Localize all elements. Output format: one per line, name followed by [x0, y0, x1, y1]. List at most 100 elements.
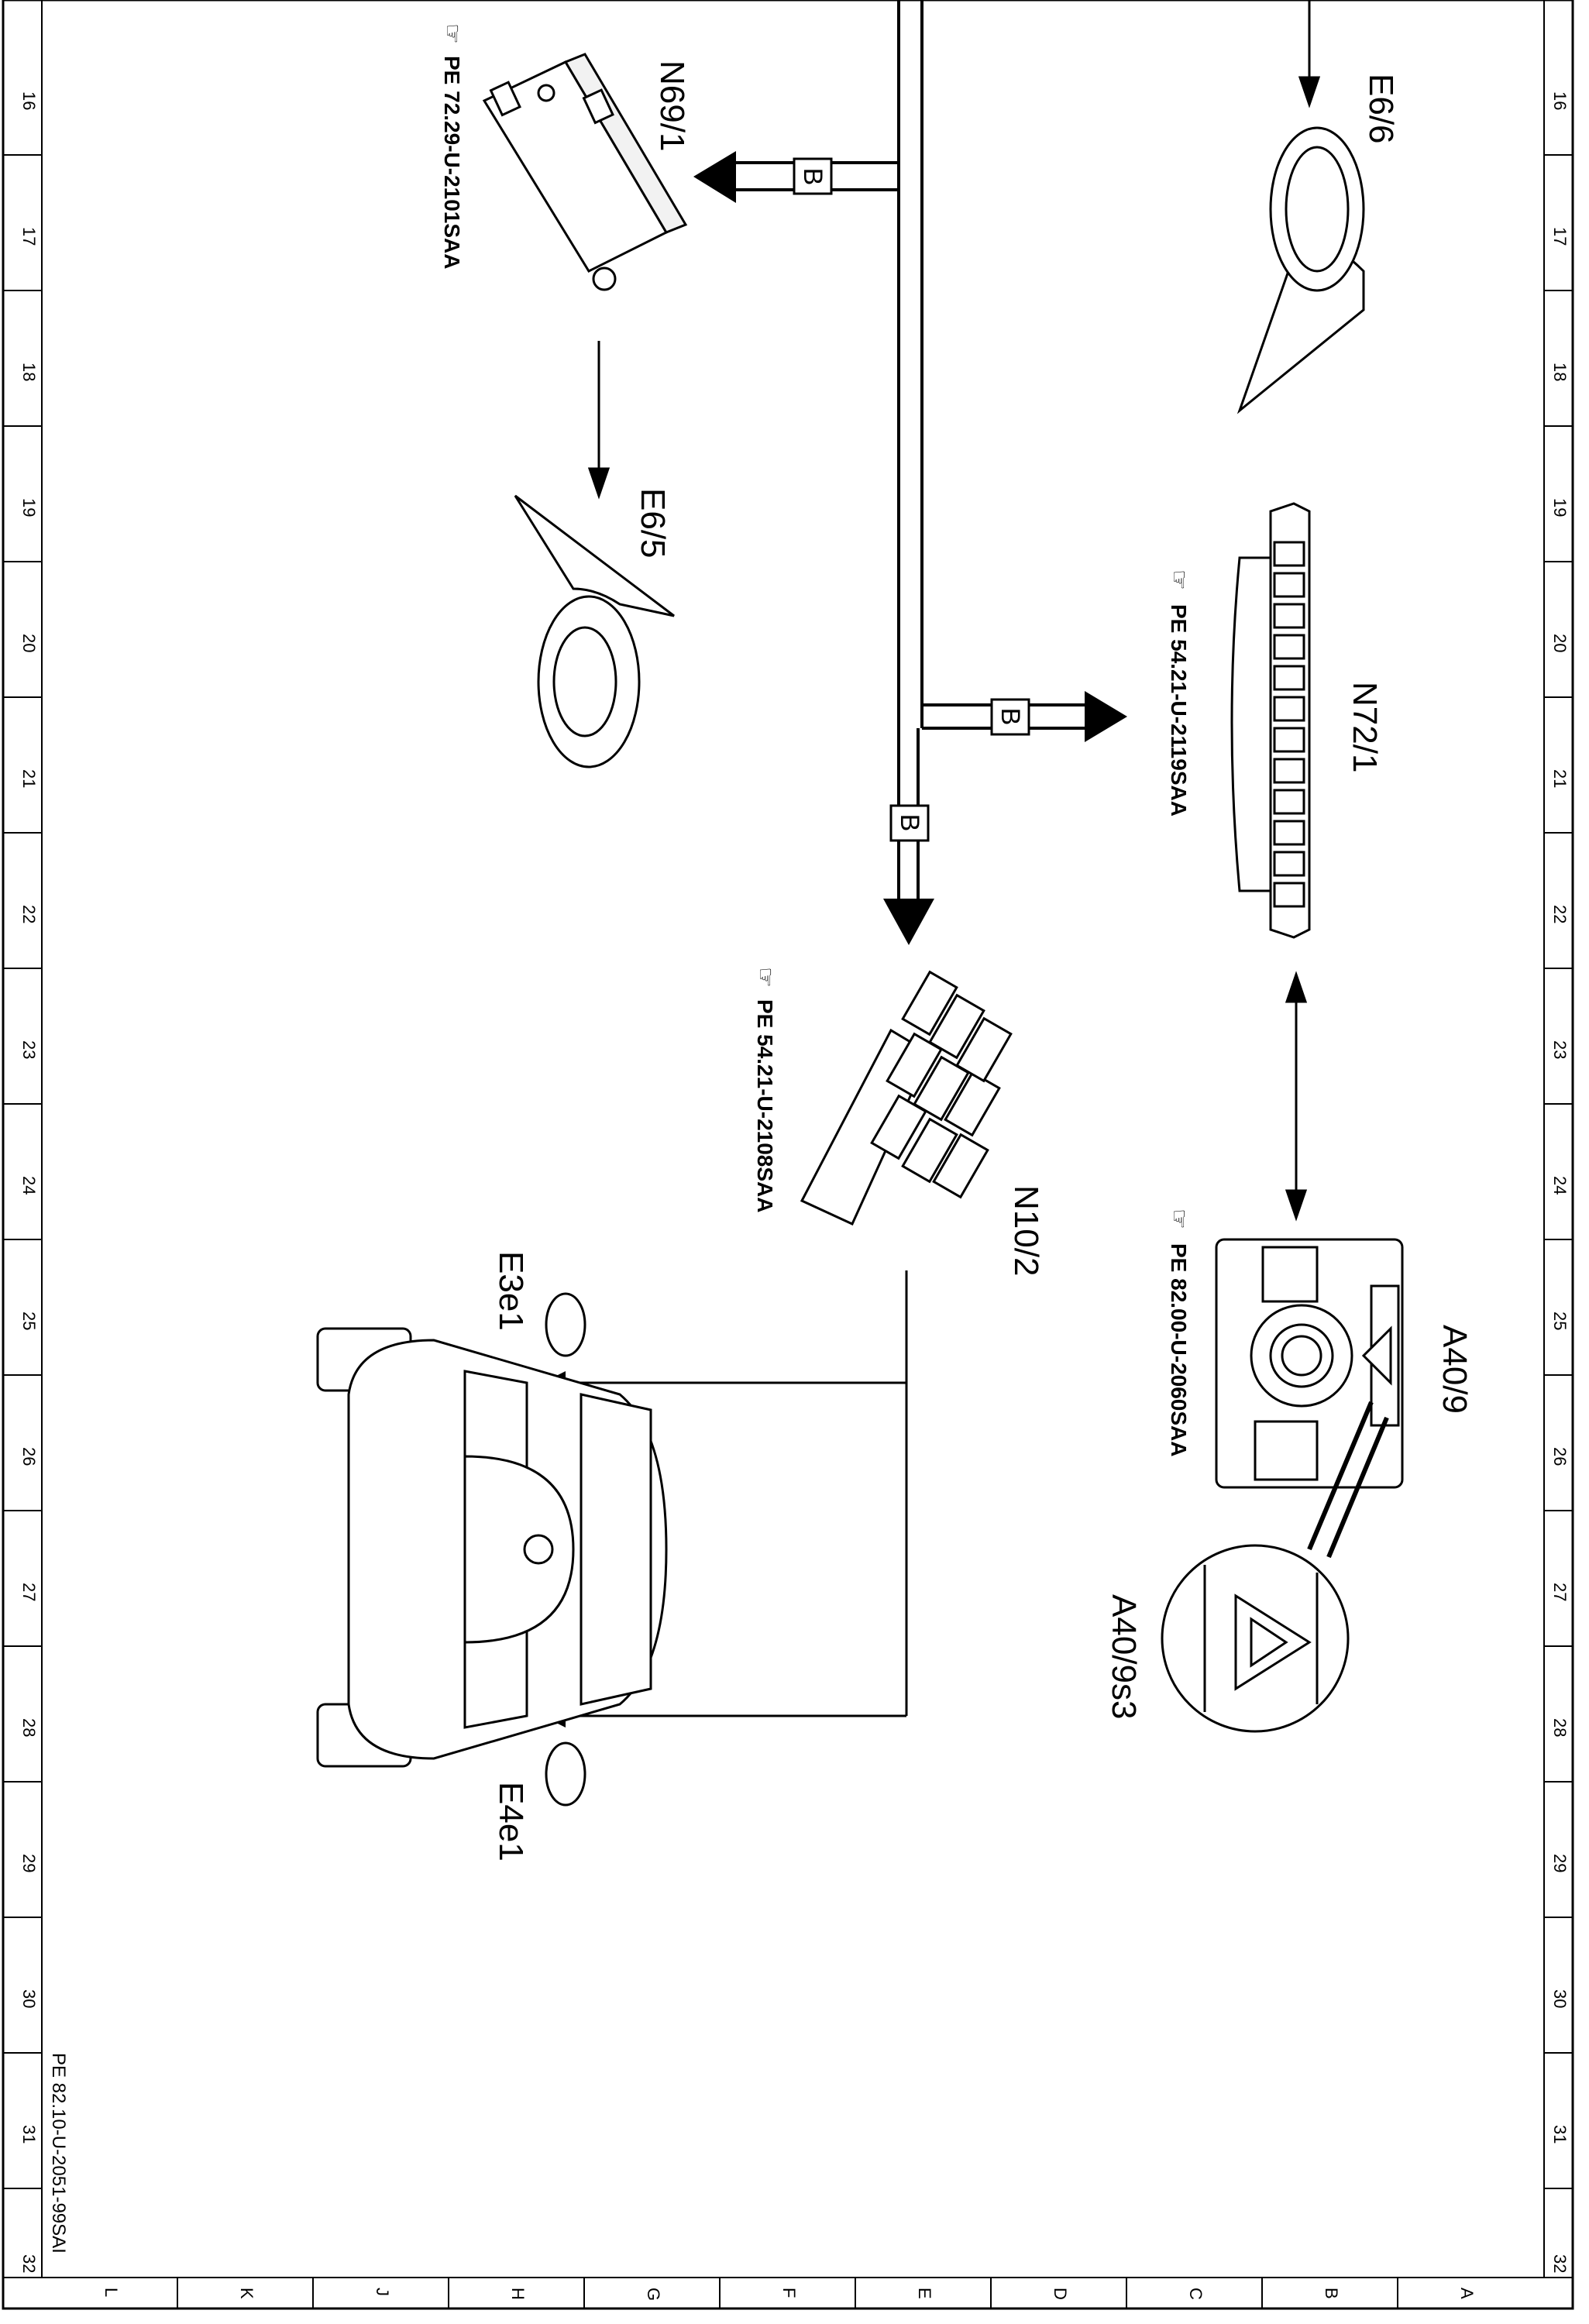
- n10-2-label: N10/2: [1007, 1185, 1045, 1276]
- a40-9-label: A40/9: [1436, 1325, 1474, 1414]
- row-tick-marks: [3, 154, 1573, 2189]
- col-label-D: D: [1051, 2288, 1070, 2300]
- row-labels-left: 16 17 18 19 20 21 22 23 24 25 26 27 28 2…: [19, 91, 39, 2273]
- row-label-26: 26: [19, 1447, 39, 1466]
- bus-marker-3: B: [889, 804, 930, 842]
- panel-button: [1273, 789, 1305, 815]
- column-tick-marks: [177, 2278, 1398, 2309]
- svg-text:B: B: [895, 814, 924, 832]
- row-label-16: 16: [19, 91, 39, 110]
- e3e1-label: E3e1: [492, 1251, 530, 1331]
- row-label-27-right: 27: [1550, 1583, 1570, 1601]
- row-label-25-right: 25: [1550, 1312, 1570, 1330]
- row-label-20-right: 20: [1550, 634, 1570, 652]
- row-label-23-right: 23: [1550, 1040, 1570, 1059]
- col-label-H: H: [508, 2288, 528, 2300]
- a40-9s3-label: A40/9s3: [1105, 1594, 1143, 1719]
- n72-1-control-panel: [1230, 502, 1311, 939]
- col-label-G: G: [644, 2288, 663, 2301]
- col-label-J: J: [373, 2288, 392, 2296]
- col-label-K: K: [237, 2288, 256, 2299]
- arrow-up-n72: [1285, 971, 1308, 1003]
- panel-button: [1273, 882, 1305, 908]
- row-label-18: 18: [19, 363, 39, 381]
- bus-marker-1: B: [793, 157, 833, 195]
- panel-button: [1273, 696, 1305, 722]
- headlamp-feed: [558, 1270, 908, 1717]
- panel-button: [1273, 758, 1305, 784]
- vehicle-front-view: [316, 1292, 668, 1807]
- n10-2-relay-module: [800, 970, 1013, 1226]
- hand-pointer-icon: ☞: [1166, 1208, 1192, 1229]
- row-label-31: 31: [19, 2125, 39, 2144]
- row-label-19: 19: [19, 498, 39, 517]
- row-label-32-right: 32: [1550, 2254, 1570, 2273]
- row-label-20: 20: [19, 634, 39, 652]
- n69-1-module: [482, 53, 688, 291]
- row-label-16-right: 16: [1550, 91, 1570, 110]
- n69-1-label: N69/1: [653, 60, 691, 151]
- bus-marker-2: B: [990, 698, 1030, 736]
- a40-9s3-hazard-switch-detail: [1161, 1401, 1389, 1733]
- mercedes-star-icon: [523, 1534, 554, 1565]
- row-label-24-right: 24: [1550, 1176, 1570, 1195]
- row-label-30-right: 30: [1550, 1989, 1570, 2008]
- row-label-18-right: 18: [1550, 363, 1570, 381]
- row-label-21: 21: [19, 769, 39, 788]
- arrow-to-n10-2: [883, 899, 934, 945]
- row-label-27: 27: [19, 1583, 39, 1601]
- col-label-E: E: [915, 2288, 934, 2299]
- document-id: PE 82.10-U-2051-99SAI: [48, 2053, 69, 2254]
- row-label-29: 29: [19, 1854, 39, 1872]
- svg-text:B: B: [798, 168, 827, 186]
- arrow-to-e6-5: [587, 467, 610, 500]
- panel-button: [1273, 851, 1305, 877]
- row-label-22-right: 22: [1550, 905, 1570, 923]
- bus-arrowheads: [693, 151, 1127, 945]
- row-label-26-right: 26: [1550, 1447, 1570, 1466]
- n72-1-ref: PE 54.21-U-2119SAA: [1167, 604, 1191, 816]
- e6-5-label: E6/5: [634, 488, 672, 559]
- row-label-17-right: 17: [1550, 227, 1570, 246]
- bus-lines: [728, 0, 1085, 899]
- n72-1-label: N72/1: [1346, 682, 1384, 772]
- e6-6-label: E6/6: [1362, 74, 1400, 144]
- svg-text:B: B: [996, 708, 1025, 726]
- row-label-30: 30: [19, 1989, 39, 2008]
- col-label-B: B: [1322, 2288, 1341, 2299]
- row-label-19-right: 19: [1550, 498, 1570, 517]
- panel-button: [1273, 572, 1305, 598]
- panel-button: [1273, 603, 1305, 629]
- hand-pointer-icon: ☞: [439, 23, 465, 44]
- hand-pointer-icon: ☞: [1166, 569, 1192, 590]
- panel-button: [1273, 820, 1305, 846]
- row-label-31-right: 31: [1550, 2125, 1570, 2144]
- e6-5-mirror: [514, 494, 675, 768]
- row-label-28-right: 28: [1550, 1718, 1570, 1737]
- row-label-21-right: 21: [1550, 769, 1570, 788]
- col-label-L: L: [101, 2288, 121, 2297]
- n69-1-ref: PE 72.29-U-2101SAA: [440, 56, 464, 269]
- panel-button: [1273, 541, 1305, 567]
- row-labels-right: 16 17 18 19 20 21 22 23 24 25 26 27 28 2…: [1550, 91, 1570, 2273]
- col-label-F: F: [779, 2288, 799, 2298]
- e4e1-label: E4e1: [492, 1782, 530, 1862]
- panel-button: [1273, 665, 1305, 691]
- col-label-A: A: [1457, 2288, 1477, 2299]
- row-label-22: 22: [19, 905, 39, 923]
- row-label-28: 28: [19, 1718, 39, 1737]
- signal-arrows: [587, 0, 1321, 1222]
- arrow-down-a40: [1285, 1189, 1308, 1222]
- arrow-to-n69-1: [693, 151, 736, 203]
- a40-9-audio-panel: [1215, 1238, 1404, 1489]
- n10-2-ref: PE 54.21-U-2108SAA: [753, 999, 777, 1212]
- col-label-C: C: [1186, 2288, 1206, 2300]
- arrow-to-e6-6: [1298, 76, 1321, 108]
- column-labels: L K J H G F E D C B A: [101, 2288, 1477, 2301]
- arrow-to-n72-1: [1085, 691, 1127, 742]
- a40-9-ref: PE 82.00-U-2060SAA: [1167, 1243, 1191, 1456]
- e6-6-mirror: [1236, 126, 1365, 414]
- row-label-23: 23: [19, 1040, 39, 1059]
